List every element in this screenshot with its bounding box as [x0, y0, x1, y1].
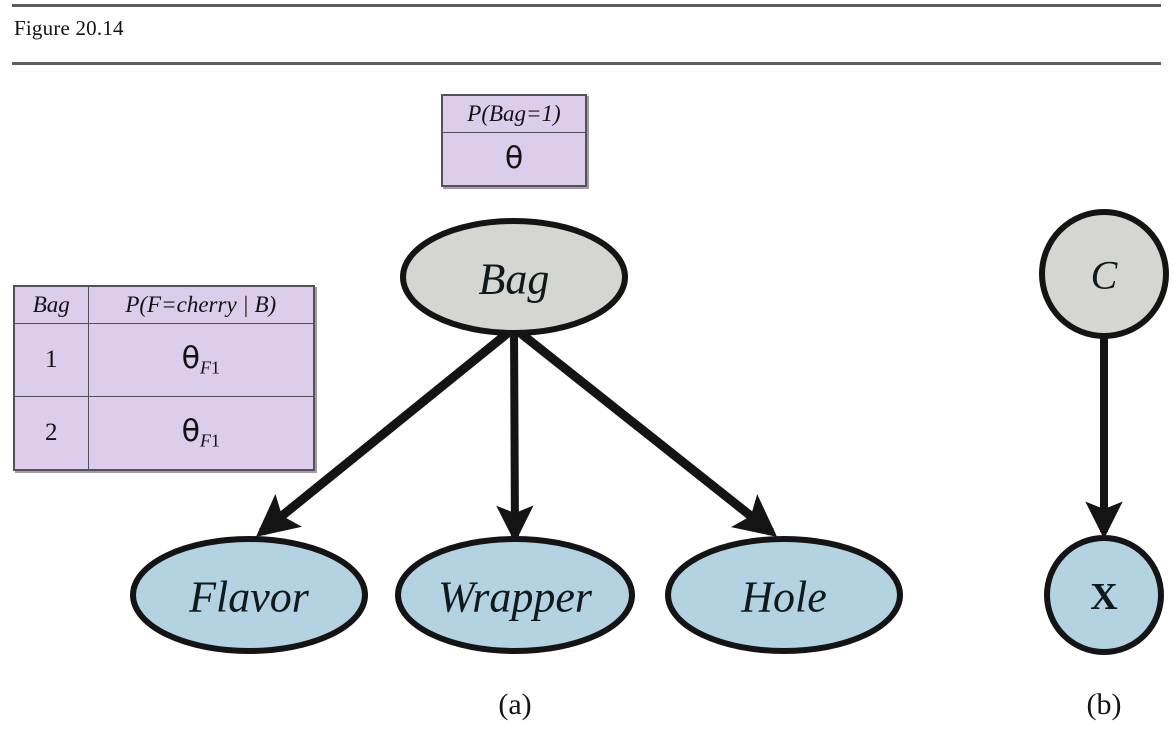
node-c[interactable]	[1039, 209, 1169, 339]
cpt-table-flavor: Bag P(F=cherry | B) 1 θF1 2 θF1	[13, 285, 315, 471]
node-bag[interactable]	[400, 218, 628, 336]
cpt-flavor-row2-bag: 2	[13, 396, 89, 470]
table-row: θ	[441, 132, 587, 187]
node-x[interactable]	[1044, 535, 1164, 655]
node-flavor[interactable]	[130, 536, 368, 654]
table-row: 2 θF1	[13, 396, 315, 470]
edge-bag-to-flavor	[255, 324, 517, 537]
node-wrapper[interactable]	[395, 536, 635, 654]
cpt-flavor-header-prob: P(F=cherry | B)	[87, 285, 315, 324]
cpt-table-bag: P(Bag=1) θ	[441, 94, 587, 187]
theta-subscript-index: 1	[210, 357, 220, 378]
table-row: Bag P(F=cherry | B)	[13, 285, 315, 324]
table-row: P(Bag=1)	[441, 94, 587, 133]
theta-symbol: θF1	[181, 340, 220, 378]
cpt-bag-header: P(Bag=1)	[441, 94, 587, 133]
cpt-flavor-row1-prob: θF1	[87, 323, 315, 397]
theta-subscript-index: 1	[210, 430, 220, 450]
edge-bag-to-wrapper	[496, 327, 534, 543]
panel-a-nodes	[130, 218, 903, 654]
theta-symbol: θF1	[182, 414, 220, 449]
node-hole[interactable]	[665, 536, 903, 654]
panel-b-nodes	[1039, 209, 1169, 655]
panel-a-caption: (a)	[498, 688, 532, 721]
theta-symbol: θ	[504, 141, 524, 177]
bayes-net-graphic	[130, 209, 1169, 655]
cpt-flavor-row1-bag: 1	[13, 323, 89, 397]
cpt-bag-value: θ	[441, 132, 587, 187]
theta-subscript-var: F	[199, 357, 211, 378]
table-row: 1 θF1	[13, 323, 315, 397]
panel-b-caption: (b)	[1086, 688, 1122, 721]
edge-bag-to-hole	[511, 324, 778, 537]
theta-glyph: θ	[181, 340, 200, 376]
theta-glyph: θ	[181, 413, 200, 449]
theta-subscript-var: F	[199, 430, 211, 450]
cpt-flavor-header-bag: Bag	[13, 285, 89, 324]
header-rule-top	[12, 4, 1161, 7]
cpt-flavor-row2-prob: θF1	[87, 396, 315, 470]
panel-a-edges	[255, 324, 778, 543]
page-title: Figure 20.14	[14, 16, 124, 40]
figure-canvas: Bag Flavor Wrapper Hole C X P(Bag=1) θ B…	[0, 66, 1173, 740]
header-rule-bottom	[12, 62, 1161, 65]
